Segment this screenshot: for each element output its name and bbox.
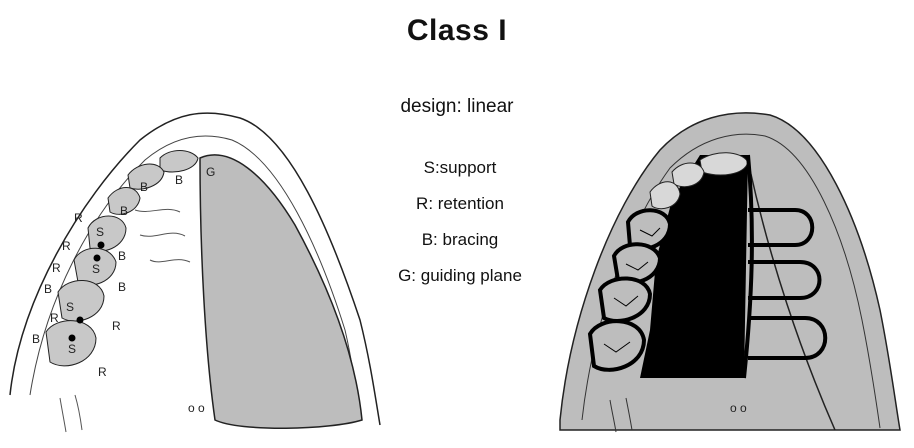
left-midline <box>60 398 66 432</box>
tooth <box>88 216 126 251</box>
left-palate-fold <box>140 233 185 236</box>
side-label: B <box>118 249 126 263</box>
side-label: B <box>44 282 52 296</box>
left-denture-base <box>200 155 362 428</box>
right-fovea-mark: o o <box>730 401 747 415</box>
rest-dot <box>98 242 105 249</box>
side-label: R <box>98 365 107 379</box>
rest-dot <box>94 255 101 262</box>
tooth <box>160 151 198 172</box>
left-arch-diagram: o o G B B B S S S S R R R B B B R R B <box>10 113 380 432</box>
side-label: B <box>32 332 40 346</box>
side-label: R <box>62 239 71 253</box>
left-palate-fold <box>135 209 180 212</box>
tooth-label: B <box>175 173 183 187</box>
tooth <box>58 280 104 321</box>
left-fovea-mark: o o <box>188 401 205 415</box>
side-label: R <box>50 311 59 325</box>
side-label: R <box>112 319 121 333</box>
side-label: R <box>74 211 83 225</box>
left-palate-fold <box>150 260 190 262</box>
guiding-plane-label: G <box>206 165 215 179</box>
rest-dot <box>69 335 76 342</box>
tooth-label: S <box>96 225 104 239</box>
side-label: R <box>52 261 61 275</box>
tooth-label: B <box>140 180 148 194</box>
tooth-label: B <box>120 204 128 218</box>
side-label: B <box>118 280 126 294</box>
tooth-label: S <box>68 342 76 356</box>
rest-dot <box>77 317 84 324</box>
tooth-label: S <box>66 300 74 314</box>
right-arch-diagram: o o <box>560 113 900 432</box>
left-midline <box>75 395 82 430</box>
tooth-label: S <box>92 262 100 276</box>
